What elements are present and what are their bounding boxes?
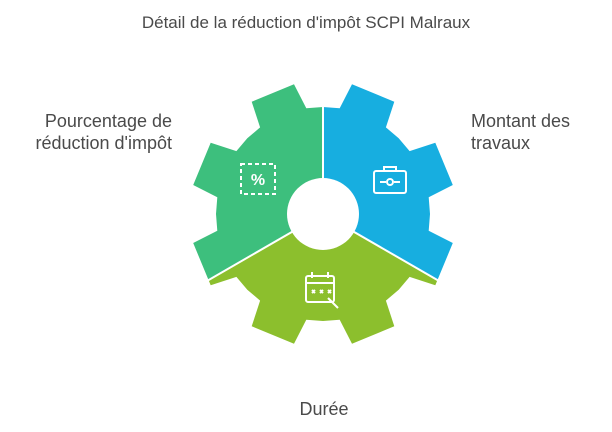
label-percentage-line1: Pourcentage de <box>44 111 172 131</box>
label-amount-line1: Montant des <box>471 111 571 131</box>
label-duration-line1: Durée <box>299 399 349 419</box>
label-percentage-line2: réduction d'impôt <box>35 133 172 153</box>
svg-text:%: % <box>251 172 265 189</box>
label-percentage: Pourcentage de réduction d'impôt <box>0 110 172 154</box>
label-amount-line2: travaux <box>471 133 531 153</box>
percent-icon: % <box>240 163 276 195</box>
diagram-title: Détail de la réduction d'impôt SCPI Malr… <box>141 13 471 32</box>
label-amount: Montant des travaux <box>471 110 601 154</box>
gear-hub <box>287 178 359 250</box>
calendar-icon <box>305 272 339 309</box>
label-duration: Durée <box>0 398 612 420</box>
toolbox-icon <box>373 166 407 194</box>
